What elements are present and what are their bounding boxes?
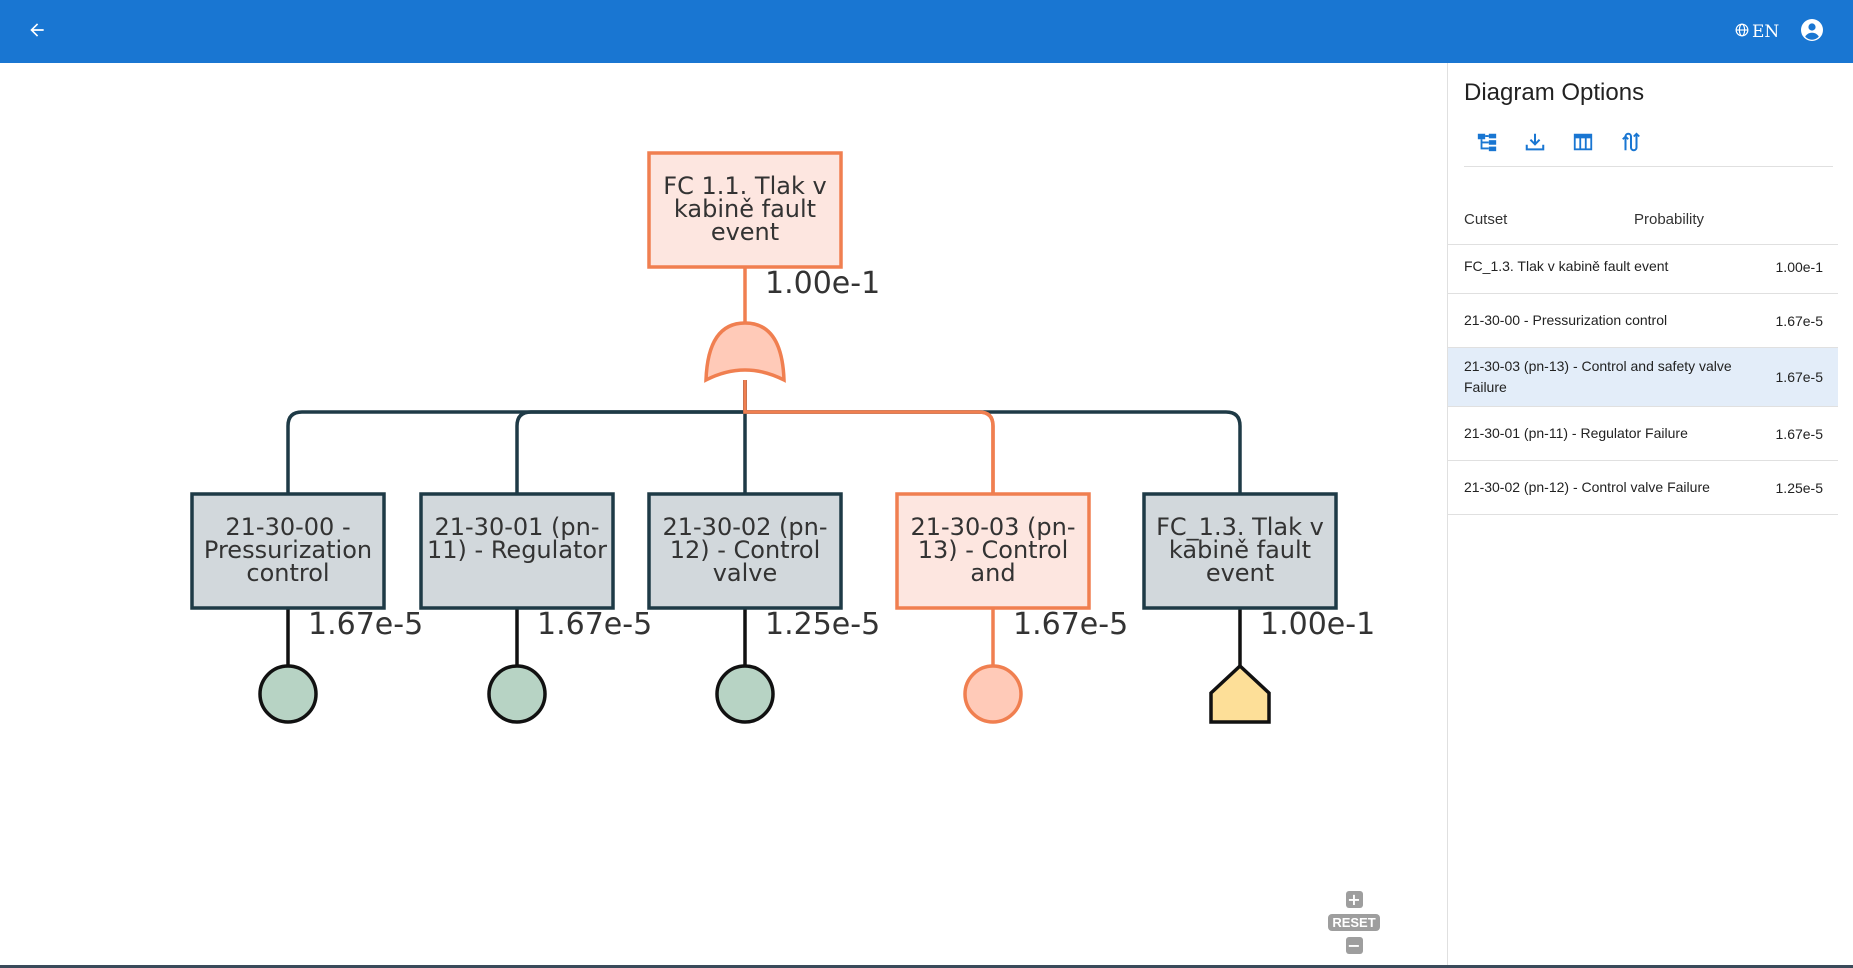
event-box (895, 492, 1091, 610)
plus-icon[interactable]: + (1345, 890, 1363, 909)
gate-connector (743, 380, 1242, 494)
or-gate (704, 321, 786, 383)
cutset-probability: 1.67e-5 (1775, 312, 1823, 329)
table-row[interactable]: 21-30-02 (pn-12) - Control valve Failure… (1448, 461, 1838, 515)
table-button[interactable] (1570, 131, 1596, 157)
cutset-name: 21-30-01 (pn-11) - Regulator Failure (1464, 425, 1688, 441)
gate-connector (515, 380, 747, 494)
back-button[interactable] (20, 15, 54, 49)
probability-column-header: Probability (1634, 211, 1705, 228)
account-circle-icon (1800, 18, 1824, 47)
cutset-name: 21-30-00 - Pressurization control (1464, 312, 1668, 328)
diagram-options-panel: Diagram Options Cutset Probability FC_1.… (1447, 63, 1853, 966)
window-bottom-border (0, 965, 1853, 968)
event-label[interactable]: FC_1.3. Tlak v kabině fault event (1156, 516, 1324, 587)
cutset-table-body: FC_1.3. Tlak v kabině fault event 1.00e-1… (1448, 240, 1838, 515)
top-event-probability: 1.00e-1 (765, 266, 881, 301)
zoom-reset-button[interactable]: RESET (1328, 914, 1380, 931)
event-label[interactable]: 21-30-01 (pn-11) - Regulator (427, 516, 607, 564)
panel-title: Diagram Options (1464, 79, 1645, 106)
app-bar: EN (0, 0, 1853, 63)
event-label[interactable]: 21-30-00 - Pressurization control (203, 516, 373, 587)
gate-connector (743, 380, 995, 494)
event-probability: 1.67e-5 (308, 607, 424, 642)
event-label[interactable]: 21-30-02 (pn-12) - Control valve (662, 516, 828, 587)
cutset-probability: 1.67e-5 (1775, 369, 1823, 385)
diagram-toolbar (1474, 131, 1644, 157)
basic-event-symbol (258, 664, 318, 724)
table-icon (1572, 131, 1594, 158)
zoom-controls: + RESET − (1326, 891, 1382, 954)
basic-event-symbol (963, 664, 1023, 724)
cutset-table-header: Cutset Probability (1448, 193, 1838, 245)
fault-tree-canvas[interactable]: FC 1.1. Tlak v kabině fault event 1.00e-1… (0, 63, 1447, 966)
cutset-probability: 1.25e-5 (1775, 479, 1823, 496)
cutset-name: 21-30-02 (pn-12) - Control valve Failure (1464, 479, 1710, 495)
tree-layout-icon (1476, 131, 1498, 158)
gate-connector (286, 380, 747, 494)
table-row[interactable]: 21-30-03 (pn-13) - Control and safety va… (1448, 348, 1838, 407)
swap-vertical-icon (1620, 131, 1642, 158)
event-probability: 1.25e-5 (765, 607, 881, 642)
download-button[interactable] (1522, 131, 1548, 157)
top-event-box (647, 151, 843, 269)
tree-layout-button[interactable] (1474, 131, 1500, 157)
account-button[interactable] (1797, 17, 1827, 47)
basic-event-symbol (487, 664, 547, 724)
language-selector[interactable]: EN (1735, 19, 1779, 45)
fault-tree-diagram (190, 151, 1338, 724)
minus-icon[interactable]: − (1345, 936, 1363, 955)
download-icon (1524, 131, 1546, 158)
swap-vertical-button[interactable] (1618, 131, 1644, 157)
top-event-label[interactable]: FC 1.1. Tlak v kabině fault event (663, 175, 827, 246)
globe-icon (1735, 22, 1749, 42)
cutset-column-header: Cutset (1464, 211, 1508, 228)
highlighted-gate-connector (743, 380, 995, 494)
toolbar-divider (1464, 166, 1833, 167)
event-box (647, 492, 843, 610)
basic-event-symbol (715, 664, 775, 724)
event-box (190, 492, 386, 610)
event-probability: 1.67e-5 (537, 607, 653, 642)
cutset-probability: 1.00e-1 (1775, 258, 1823, 275)
event-box (419, 492, 615, 610)
table-row[interactable]: 21-30-01 (pn-11) - Regulator Failure 1.67… (1448, 407, 1838, 461)
arrow-left-icon (27, 20, 47, 45)
event-label[interactable]: 21-30-03 (pn-13) - Control and (910, 516, 1076, 587)
cutset-probability: 1.67e-5 (1775, 425, 1823, 442)
event-box (1142, 492, 1338, 610)
table-row[interactable]: FC_1.3. Tlak v kabině fault event 1.00e-1 (1448, 240, 1838, 294)
language-label: EN (1752, 22, 1780, 42)
house-event-symbol (1209, 663, 1271, 724)
cutset-name: FC_1.3. Tlak v kabině fault event (1464, 258, 1669, 274)
table-row[interactable]: 21-30-00 - Pressurization control 1.67e-5 (1448, 294, 1838, 348)
event-probability: 1.67e-5 (1013, 607, 1129, 642)
event-probability: 1.00e-1 (1260, 607, 1376, 642)
cutset-name: 21-30-03 (pn-13) - Control and safety va… (1464, 358, 1732, 395)
